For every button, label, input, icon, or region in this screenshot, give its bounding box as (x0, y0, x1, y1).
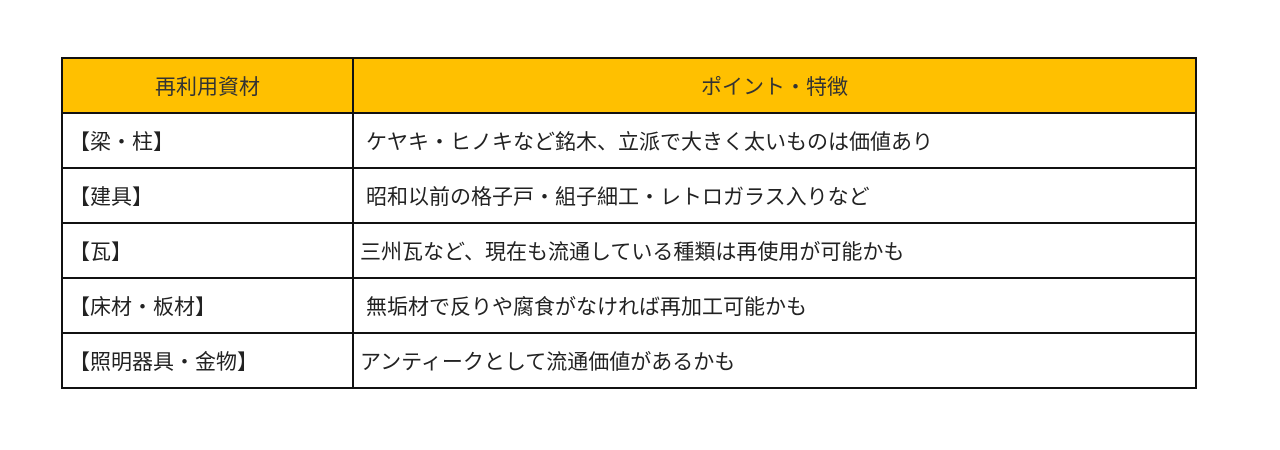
header-row: 再利用資材 ポイント・特徴 (61, 57, 1197, 114)
cell-point: ケヤキ・ヒノキなど銘木、立派で大きく太いものは価値あり (352, 112, 1197, 169)
header-point: ポイント・特徴 (352, 57, 1197, 114)
cell-material: 【瓦】 (61, 222, 354, 279)
table-row: 【照明器具・金物】 アンティークとして流通価値があるかも (61, 332, 1197, 389)
cell-point: アンティークとして流通価値があるかも (352, 332, 1197, 389)
table-row: 【建具】 昭和以前の格子戸・組子細工・レトロガラス入りなど (61, 167, 1197, 224)
cell-point: 三州瓦など、現在も流通している種類は再使用が可能かも (352, 222, 1197, 279)
table-row: 【梁・柱】 ケヤキ・ヒノキなど銘木、立派で大きく太いものは価値あり (61, 112, 1197, 169)
reuse-materials-table: 再利用資材 ポイント・特徴 【梁・柱】 ケヤキ・ヒノキなど銘木、立派で大きく太い… (61, 57, 1197, 389)
table-header: 再利用資材 ポイント・特徴 (61, 57, 1197, 114)
cell-point: 昭和以前の格子戸・組子細工・レトロガラス入りなど (352, 167, 1197, 224)
cell-material: 【床材・板材】 (61, 277, 354, 334)
table-body: 【梁・柱】 ケヤキ・ヒノキなど銘木、立派で大きく太いものは価値あり 【建具】 昭… (61, 112, 1197, 389)
table-row: 【床材・板材】 無垢材で反りや腐食がなければ再加工可能かも (61, 277, 1197, 334)
reuse-materials-table-container: 再利用資材 ポイント・特徴 【梁・柱】 ケヤキ・ヒノキなど銘木、立派で大きく太い… (61, 57, 1197, 389)
cell-material: 【梁・柱】 (61, 112, 354, 169)
cell-material: 【建具】 (61, 167, 354, 224)
header-material: 再利用資材 (61, 57, 354, 114)
cell-material: 【照明器具・金物】 (61, 332, 354, 389)
cell-point: 無垢材で反りや腐食がなければ再加工可能かも (352, 277, 1197, 334)
table-row: 【瓦】 三州瓦など、現在も流通している種類は再使用が可能かも (61, 222, 1197, 279)
